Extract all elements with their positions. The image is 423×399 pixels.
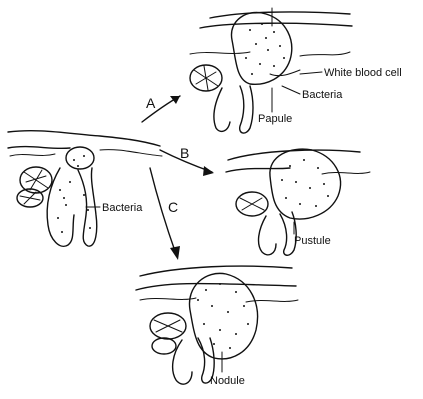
arrow-c-label: C (168, 199, 178, 215)
nodule-label: Nodule (210, 375, 245, 387)
papule-label: Papule (258, 113, 292, 125)
papule-drawing: White blood cell Bacteria Papule (190, 8, 402, 133)
pustule-label: Pustule (294, 235, 331, 247)
bacteria-label-left: Bacteria (102, 202, 143, 214)
pustule-drawing: Pustule (226, 149, 370, 255)
white-blood-cell-label: White blood cell (324, 67, 402, 79)
arrow-a-label: A (146, 95, 156, 111)
follicle-left: Bacteria (8, 131, 162, 247)
arrow-c: C (150, 168, 180, 260)
nodule-drawing: Nodule (136, 266, 298, 387)
arrow-b: B (160, 145, 214, 176)
arrow-b-label: B (180, 145, 189, 161)
arrow-a: A (142, 95, 180, 122)
bacteria-label-top: Bacteria (302, 89, 343, 101)
